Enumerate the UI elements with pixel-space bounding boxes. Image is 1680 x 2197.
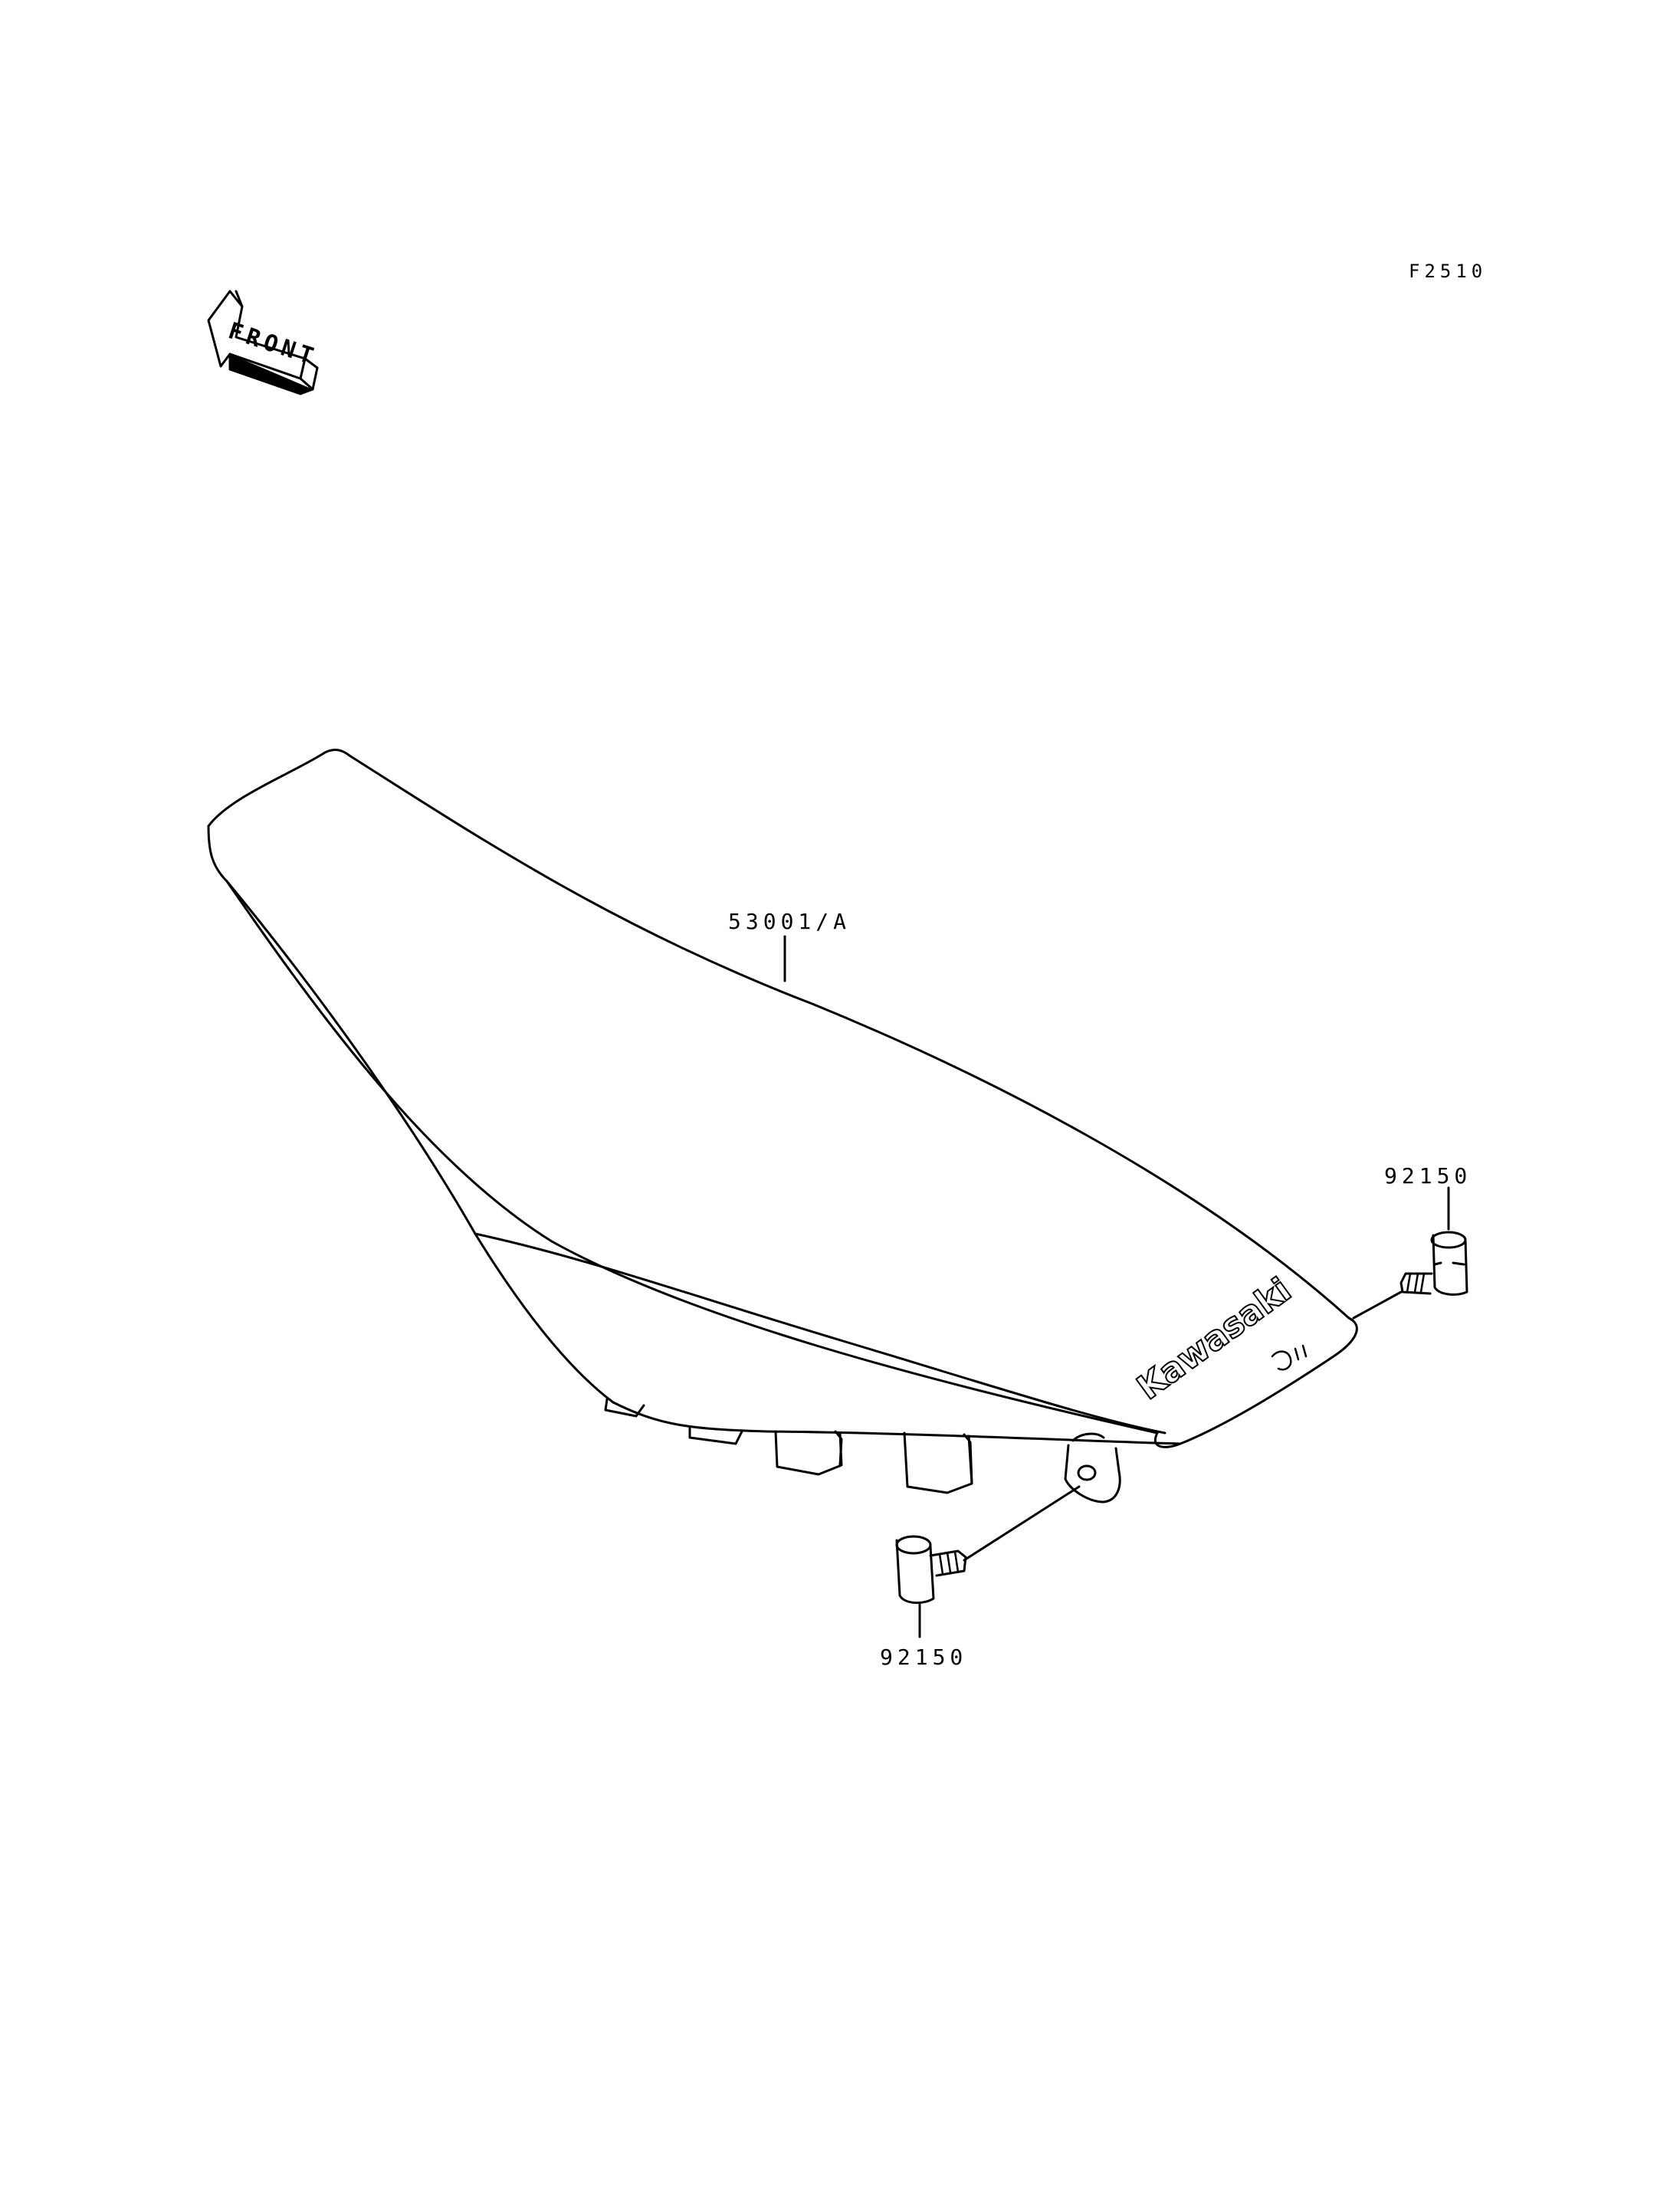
front-direction-arrow-icon: FRONT [207,290,321,395]
callout-seat-part-number: 53001/A [728,909,851,934]
callout-side-bolt-part-number: 92150 [880,1644,967,1670]
side-bolt-illustration [895,1485,1081,1604]
seat-illustration: Kawasaki [207,749,1358,1503]
figure-code: F2510 [1409,261,1487,282]
callout-rear-bolt-part-number: 92150 [1384,1163,1472,1189]
rear-bolt-illustration [1352,1231,1468,1320]
seat-brand-logo: Kawasaki [1130,1271,1298,1408]
